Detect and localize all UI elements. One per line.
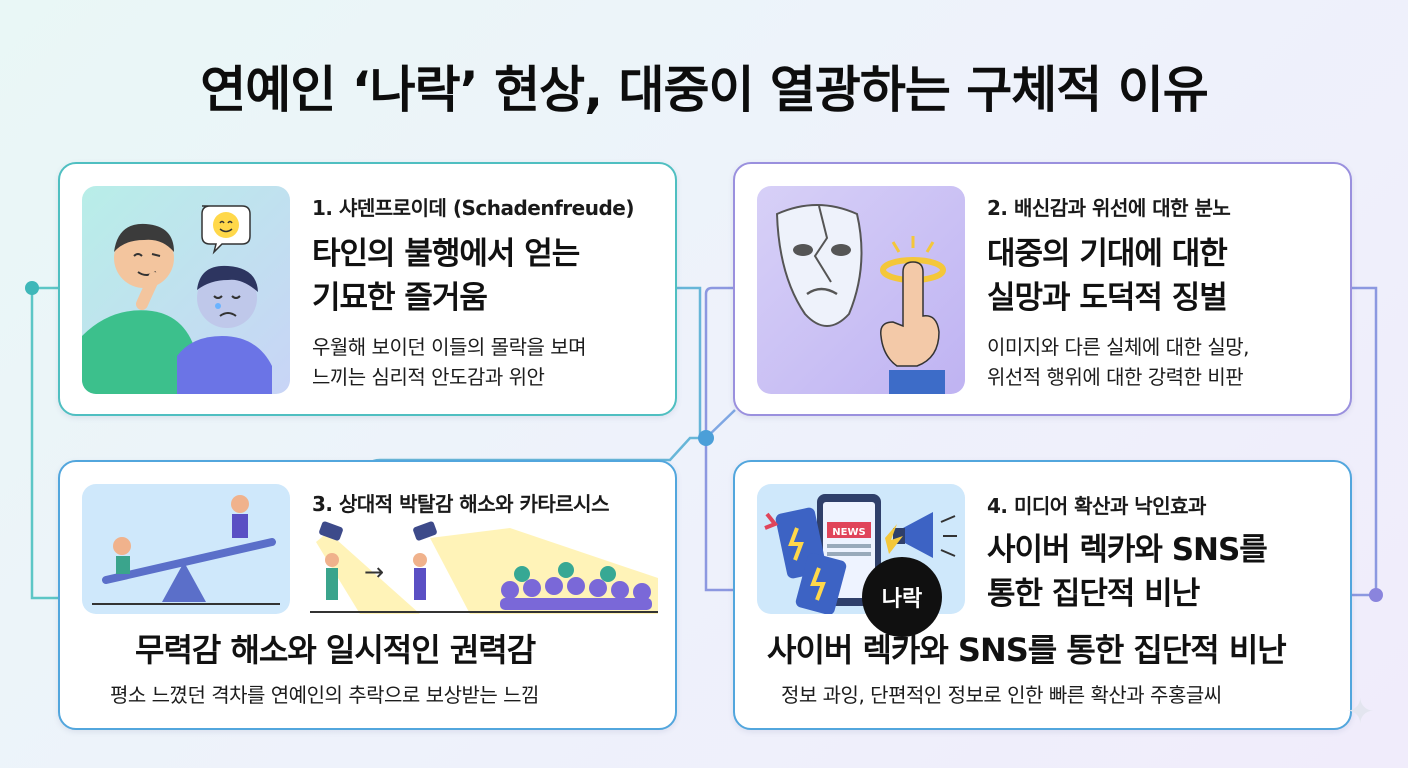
card-heading-line: 기묘한 즐거움 (312, 280, 488, 316)
card-betrayal-anger: 2. 배신감과 위선에 대한 분노 대중의 기대에 대한 실망과 도덕적 징벌 … (733, 162, 1352, 416)
card-heading-line: 통한 집단적 비난 (987, 576, 1200, 612)
card-title: 2. 배신감과 위선에 대한 분노 (987, 196, 1231, 220)
card-description-line: 느끼는 심리적 안도감과 위안 (312, 365, 545, 389)
card-heading-line: 실망과 도덕적 징벌 (987, 280, 1228, 316)
card-relative-deprivation: → 3. 상대적 박탈감 해소와 카타르시스 무력감 해소와 일시적인 권력감 … (58, 460, 677, 730)
card-title: 3. 상대적 박탈감 해소와 카타르시스 (312, 492, 609, 516)
sparkle-icon: ✦ (1346, 692, 1375, 732)
card-description-line: 평소 느꼈던 격차를 연예인의 추락으로 보상받는 느낌 (110, 683, 539, 707)
card-title: 4. 미디어 확산과 낙인효과 (987, 494, 1206, 518)
card-schadenfreude: 1. 샤덴프로이데 (Schadenfreude) 타인의 불행에서 얻는 기묘… (58, 162, 677, 416)
card-heading-line: 무력감 해소와 일시적인 권력감 (135, 631, 536, 669)
page-title: 연예인 ‘나락’ 현상, 대중이 열광하는 구체적 이유 (200, 61, 1208, 119)
card-title: 1. 샤덴프로이데 (Schadenfreude) (312, 196, 634, 220)
news-label: NEWS (832, 527, 865, 538)
card-heading-line: 대중의 기대에 대한 (987, 236, 1228, 272)
seesaw-icon (82, 484, 290, 614)
card-heading-line: 타인의 불행에서 얻는 (312, 236, 580, 272)
card-heading-line: 사이버 렉카와 SNS를 (987, 532, 1268, 568)
spotlight-crowd-icon: → (310, 518, 658, 614)
card-description-line: 이미지와 다른 실체에 대한 실망, (987, 335, 1250, 359)
card-overlay-heading: 사이버 렉카와 SNS를 통한 집단적 비난 (767, 631, 1287, 669)
cracked-mask-and-halo-finger-icon (757, 186, 965, 394)
svg-text:→: → (364, 558, 384, 586)
smug-man-and-crying-person-icon (82, 186, 290, 394)
card-description-line: 우월해 보이던 이들의 몰락을 보며 (312, 335, 587, 359)
card-media-spread: NEWS 4. 미디어 확산과 낙인효과 사이버 렉카와 SNS를 통한 집단적… (733, 460, 1352, 730)
card-description-line: 위선적 행위에 대한 강력한 비판 (987, 365, 1244, 389)
card-description-line: 정보 과잉, 단편적인 정보로 인한 빠른 확산과 주홍글씨 (781, 683, 1222, 707)
narak-badge: 나락 (862, 557, 942, 637)
